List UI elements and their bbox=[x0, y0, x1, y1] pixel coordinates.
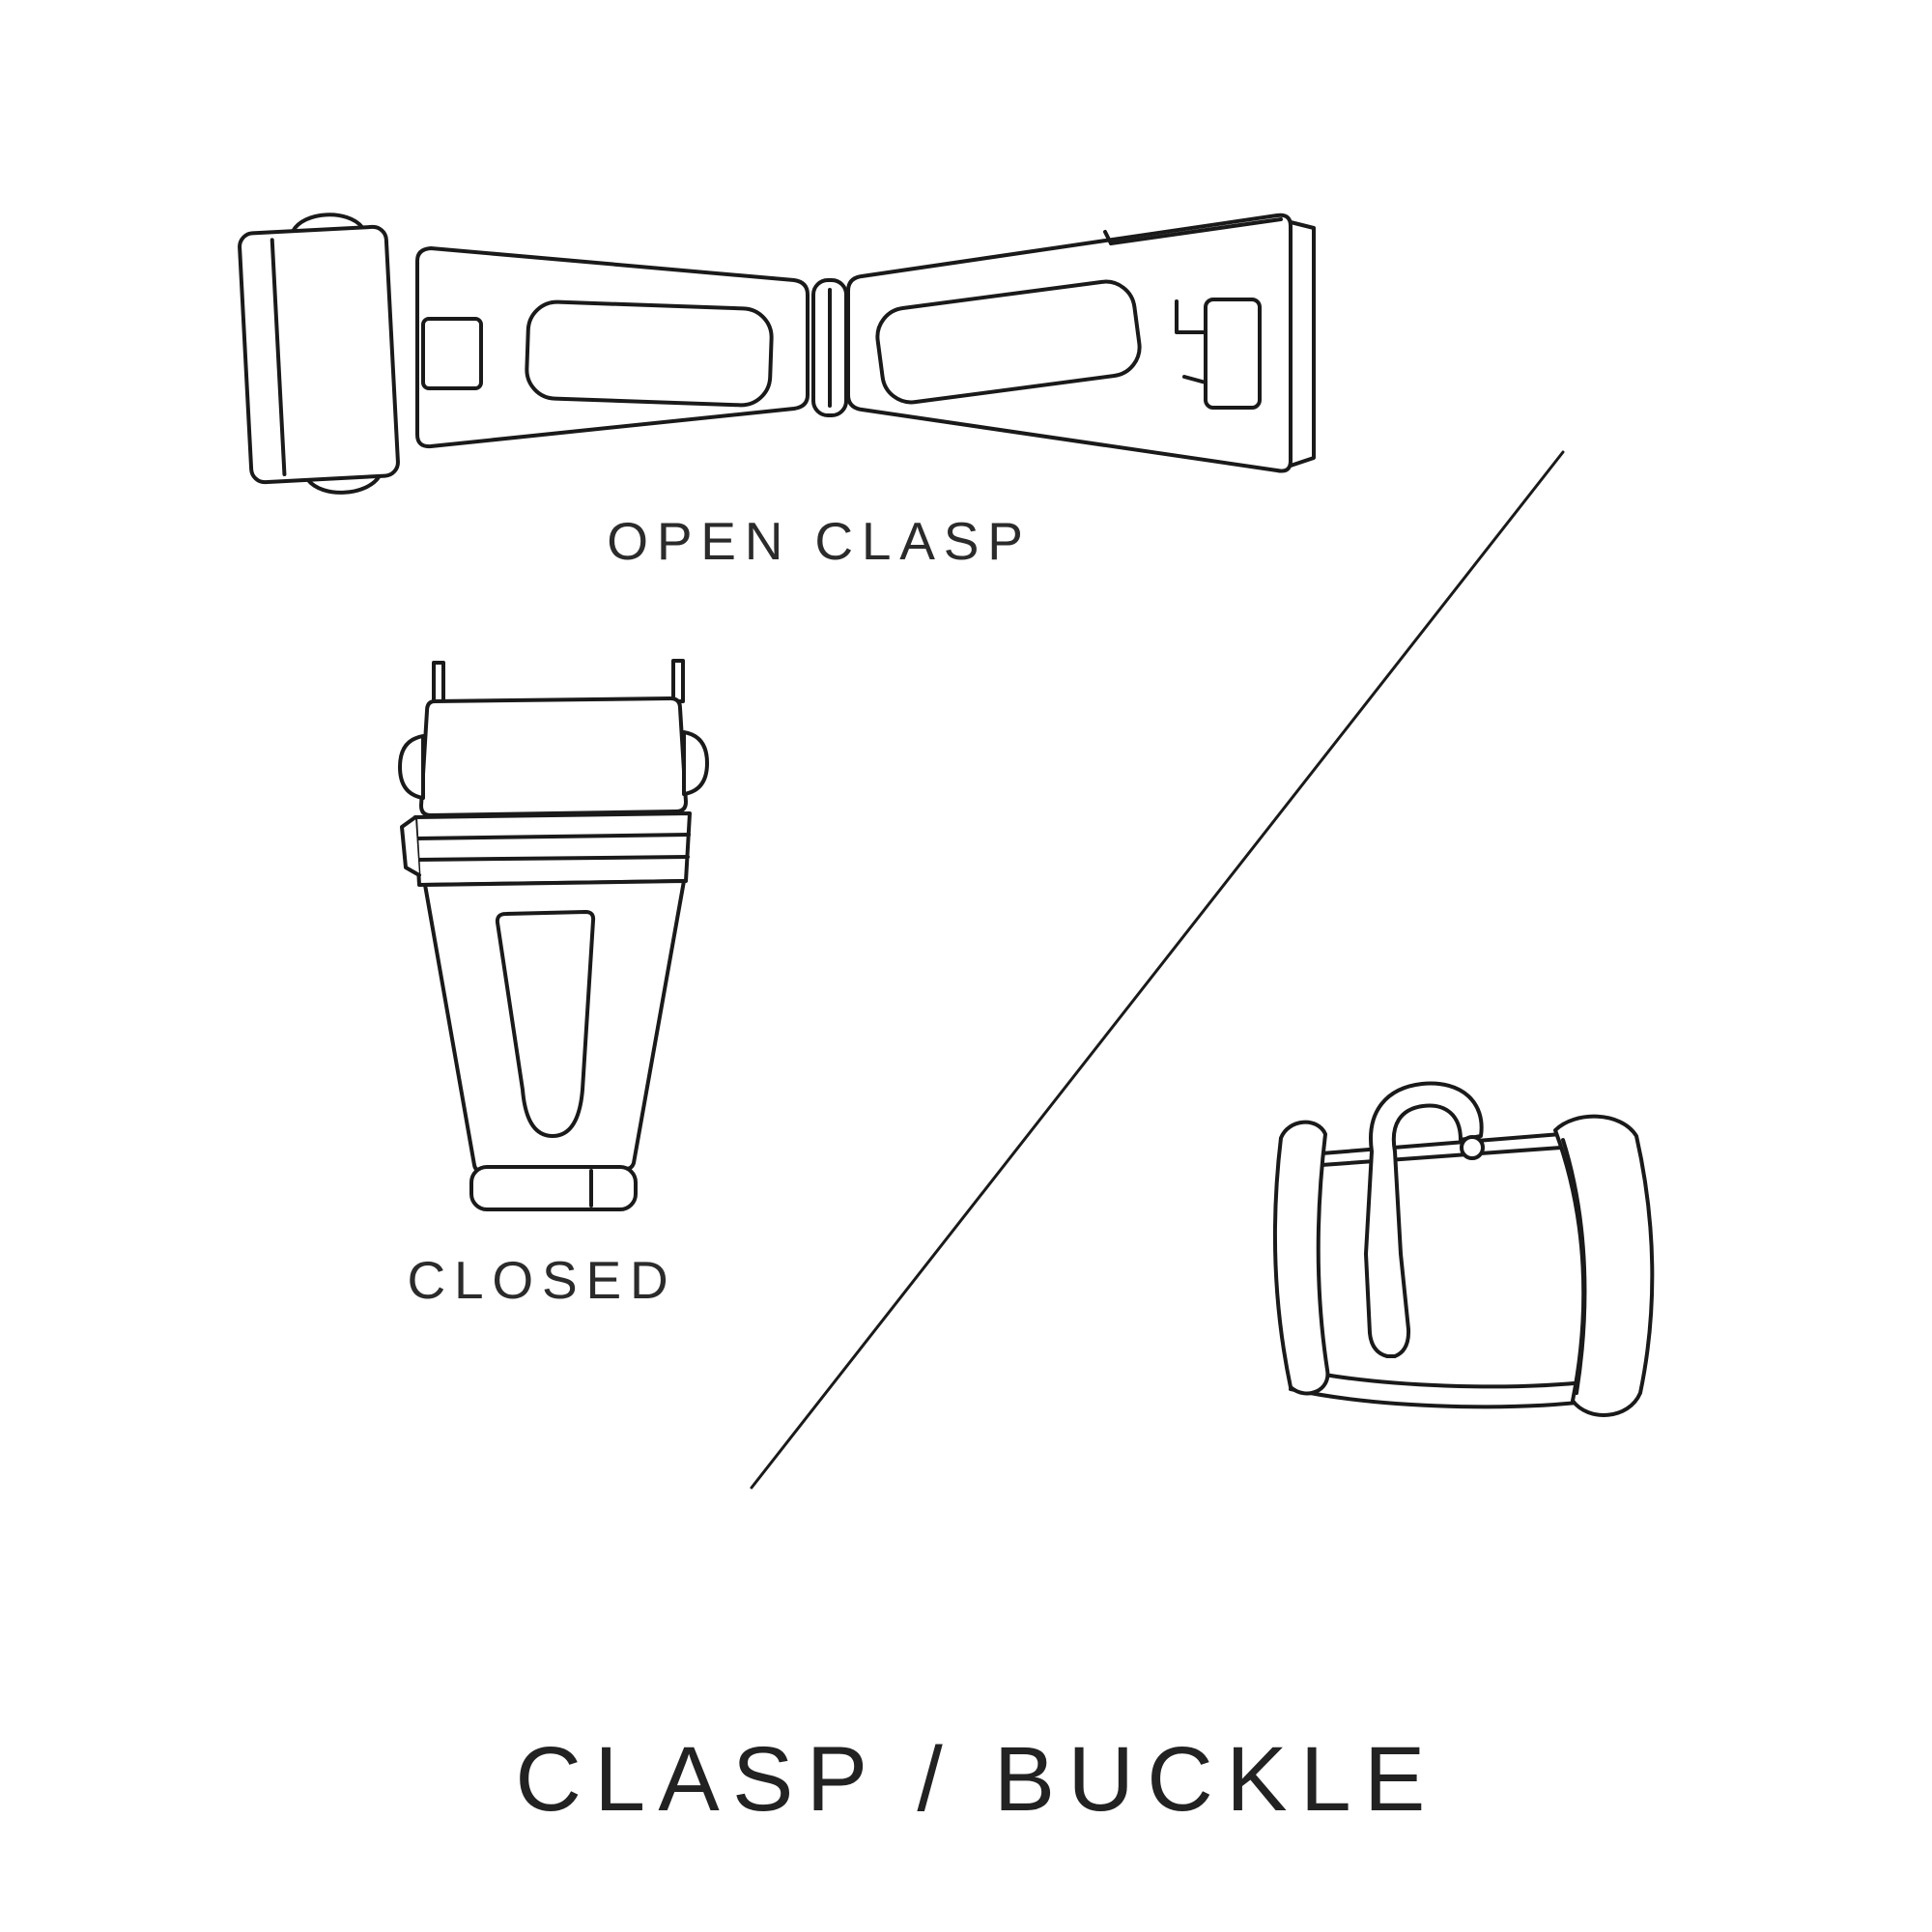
open-clasp-left-arm bbox=[415, 246, 810, 449]
open-clasp-right-arm bbox=[846, 213, 1293, 473]
closed-clasp-ear-left bbox=[398, 734, 425, 800]
closed-clasp-window bbox=[495, 910, 596, 1138]
open-clasp-catch bbox=[1204, 298, 1262, 410]
closed-clasp-prong-left bbox=[432, 661, 445, 705]
closed-clasp-illustration bbox=[398, 659, 709, 1211]
buckle-frame-left bbox=[1273, 1120, 1330, 1396]
buckle-bottom-bar bbox=[1296, 1368, 1596, 1389]
page-title: CLASP / BUCKLE bbox=[515, 1728, 1438, 1831]
closed-clasp-body bbox=[423, 879, 686, 1173]
buckle-illustration bbox=[1273, 1081, 1655, 1417]
open-clasp-right-window bbox=[875, 279, 1142, 405]
open-clasp-end-cap bbox=[1289, 220, 1316, 468]
closed-clasp-label: CLOSED bbox=[407, 1250, 677, 1310]
divider-line bbox=[750, 450, 1565, 1490]
closed-clasp-cover bbox=[419, 696, 688, 817]
closed-clasp-bottom-bar bbox=[469, 1165, 638, 1211]
closed-clasp-ear-right bbox=[682, 730, 709, 796]
open-clasp-illustration bbox=[238, 213, 1316, 495]
open-clasp-left-notch bbox=[421, 317, 483, 390]
buckle-pin-eye bbox=[1460, 1135, 1485, 1160]
buckle-tongue bbox=[1364, 1081, 1484, 1358]
open-clasp-label: OPEN CLASP bbox=[607, 511, 1032, 571]
buckle-top-bar bbox=[1320, 1132, 1563, 1155]
open-clasp-left-window bbox=[525, 299, 774, 408]
closed-clasp-band bbox=[413, 811, 692, 887]
closed-clasp-prong-right bbox=[671, 659, 685, 703]
open-clasp-end-block bbox=[238, 213, 400, 495]
